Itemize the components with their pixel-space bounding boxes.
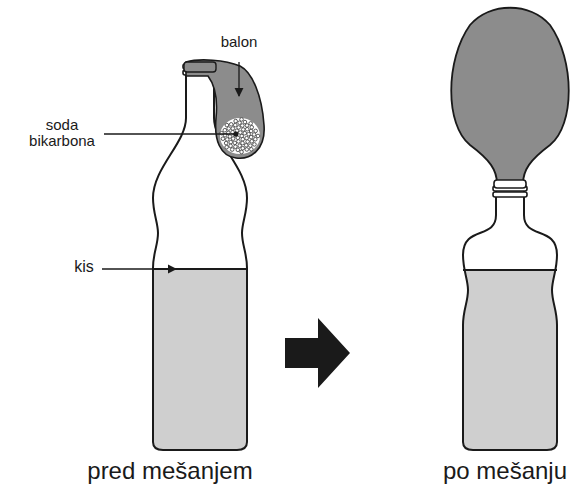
powder-grain [238, 144, 242, 148]
inflated-balloon [451, 8, 569, 184]
powder-grain [240, 118, 244, 122]
powder-grain [249, 144, 253, 148]
powder-grain [231, 127, 235, 131]
bottle-rim [493, 192, 527, 197]
powder-grain [243, 131, 247, 135]
powder-grain [224, 141, 228, 145]
powder-grain [241, 128, 245, 132]
powder-grain [234, 119, 238, 123]
leader-line [102, 268, 176, 269]
powder-grain [254, 129, 258, 133]
powder-grain [229, 144, 233, 148]
process-arrow [285, 318, 350, 388]
part-label: soda bikarbona [19, 117, 105, 149]
powder-grain [225, 145, 229, 149]
powder-grain [237, 126, 241, 130]
powder-grain [246, 140, 250, 144]
powder-grain [249, 129, 253, 133]
powder-grain [241, 146, 245, 150]
powder-grain [252, 133, 256, 137]
powder-grain [243, 120, 247, 124]
caption-label: po mešanju [443, 458, 567, 483]
powder-grain [240, 150, 244, 154]
leader-line [238, 62, 239, 96]
powder-grain [241, 137, 245, 141]
powder-grain [239, 131, 243, 135]
powder-grain [233, 141, 237, 145]
vinegar-liquid [140, 269, 260, 460]
powder-grain [229, 123, 233, 127]
powder-grain [245, 148, 249, 152]
bottles [140, 8, 570, 460]
powder-grain [245, 127, 249, 131]
powder-grain [245, 136, 249, 140]
liquid-surface [463, 269, 557, 271]
powder-grain [221, 137, 225, 141]
leader-line [104, 133, 236, 134]
powder-grain [223, 128, 227, 132]
balloon-ring [494, 180, 526, 188]
part-label: balon [221, 34, 258, 50]
balloon [186, 60, 264, 158]
powder-grain [256, 134, 260, 138]
powder-grain [237, 140, 241, 144]
powder-grain [245, 124, 249, 128]
caption-label: pred mešanjem [87, 458, 252, 483]
bottle-outline [153, 68, 247, 450]
balloon-neck [184, 62, 216, 72]
powder-grain [227, 127, 231, 131]
powder-grain [225, 123, 229, 127]
powder-grain [250, 139, 254, 143]
powder-grain [225, 138, 229, 142]
bottle-outline [463, 190, 557, 450]
powder-grain [249, 122, 253, 126]
leader-dot [234, 132, 239, 137]
baking-soda [220, 118, 260, 154]
powder-grain [253, 143, 257, 147]
powder-grain [229, 140, 233, 144]
powder-grain [236, 148, 240, 152]
powder-grain [230, 148, 234, 152]
part-label: kis [74, 259, 94, 276]
powder-grain [250, 147, 254, 151]
powder-grain [254, 137, 258, 141]
powder-grain [250, 125, 254, 129]
powder-grain [234, 123, 238, 127]
powder-grain [244, 143, 248, 147]
